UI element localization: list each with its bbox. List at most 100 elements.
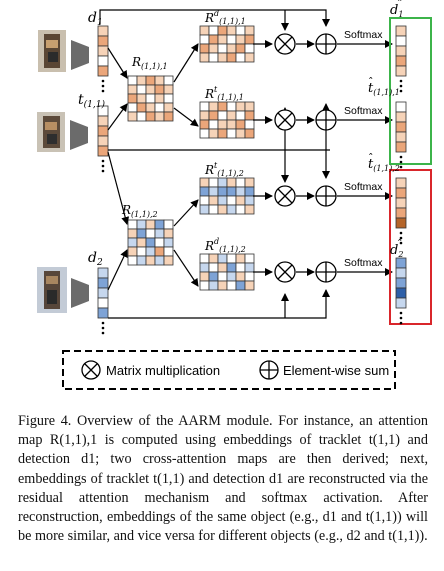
matrix-cell [217, 119, 228, 130]
label-t11: t(1,1) [78, 92, 105, 110]
attention-map-R11-2 [127, 219, 174, 266]
label-out-d1: d1 [390, 3, 403, 19]
matrix-cell [145, 75, 156, 86]
label-R11-2: R(1,1),2 [121, 203, 158, 219]
label-out-t11-1: t(1,1),1 [368, 81, 400, 97]
label-Rd-1: Rd(1,1),1 [204, 9, 246, 26]
matrix-cell [145, 93, 156, 104]
matrix-cell [127, 111, 138, 122]
matrix-cell [226, 253, 237, 264]
cross-attention-Rt-2 [199, 177, 255, 215]
vector-cell [97, 307, 109, 319]
matrix-cell [226, 280, 237, 291]
matrix-cell [163, 84, 174, 95]
matrix-cell [244, 271, 255, 282]
matrix-cell [226, 43, 237, 54]
matrix-cell [217, 253, 228, 264]
ellipsis-dot [399, 241, 403, 245]
vector-cell [395, 121, 407, 133]
vector-cell [395, 55, 407, 67]
matrix-cell [235, 110, 246, 121]
matrix-cell [217, 280, 228, 291]
matrix-cell [127, 246, 138, 257]
matrix-cell [217, 101, 228, 112]
matrix-cell [208, 177, 219, 188]
matrix-cell [208, 262, 219, 273]
matrix-cell [136, 102, 147, 113]
matrix-cell [154, 102, 165, 113]
hat-out-d1: ˆ [397, 0, 403, 11]
matrix-cell [154, 84, 165, 95]
matrix-cell [226, 186, 237, 197]
matrix-cell [244, 110, 255, 121]
matrix-cell [235, 186, 246, 197]
embedding-d2 [97, 267, 109, 335]
softmax-label-4: Softmax [344, 257, 383, 269]
matmul-op-3 [274, 185, 296, 207]
matrix-cell [235, 119, 246, 130]
matrix-cell [208, 52, 219, 63]
matrix-cell [136, 228, 147, 239]
matrix-cell [199, 25, 210, 36]
matrix-cell [154, 93, 165, 104]
attention-map-R11-1 [127, 75, 174, 122]
hat-out-t11-1: ˆ [368, 76, 374, 89]
matrix-cell [235, 43, 246, 54]
matrix-cell [244, 253, 255, 264]
matrix-cell [136, 246, 147, 257]
matrix-cell [208, 195, 219, 206]
matrix-cell [226, 101, 237, 112]
legend-sum-label: Element-wise sum [283, 363, 389, 378]
matrix-cell [244, 43, 255, 54]
vector-cell [97, 115, 109, 127]
matrix-cell [217, 204, 228, 215]
matrix-cell [163, 246, 174, 257]
matrix-cell [217, 52, 228, 63]
ellipsis-dot [399, 155, 403, 159]
matrix-cell [226, 262, 237, 273]
matrix-cell [217, 128, 228, 139]
softmax-label-1: Softmax [344, 29, 383, 41]
vector-cell [97, 45, 109, 57]
matrix-cell [199, 52, 210, 63]
matrix-cell [226, 195, 237, 206]
matrix-cell [244, 262, 255, 273]
matrix-cell [244, 186, 255, 197]
matrix-cell [145, 255, 156, 266]
ellipsis-dot [101, 331, 105, 335]
ellipsis-dot [399, 84, 403, 88]
vector-cell [395, 25, 407, 37]
vector-cell [395, 267, 407, 279]
softmax-label-2: Softmax [344, 105, 383, 117]
matrix-cell [154, 246, 165, 257]
matmul-op-2 [274, 109, 296, 131]
matrix-cell [127, 102, 138, 113]
matrix-cell [226, 204, 237, 215]
output-group-red [389, 169, 432, 325]
matrix-cell [127, 219, 138, 230]
matrix-cell [199, 204, 210, 215]
embedding-t11 [97, 105, 109, 173]
matrix-cell [199, 271, 210, 282]
vector-cell [395, 257, 407, 269]
ellipsis-dot [399, 311, 403, 315]
matrix-cell [136, 75, 147, 86]
matrix-cell [208, 204, 219, 215]
matrix-cell [226, 128, 237, 139]
matrix-cell [127, 84, 138, 95]
vector-cell [395, 65, 407, 77]
matrix-cell [136, 219, 147, 230]
legend-box [62, 350, 396, 390]
label-Rd-2: Rd(1,1),2 [204, 237, 246, 254]
matrix-cell [244, 280, 255, 291]
vector-cell [395, 207, 407, 219]
matrix-cell [217, 195, 228, 206]
matrix-cell [208, 34, 219, 45]
matrix-cell [235, 195, 246, 206]
matrix-cell [163, 228, 174, 239]
matrix-cell [244, 195, 255, 206]
matrix-cell [154, 228, 165, 239]
connectors [99, 9, 393, 319]
legend-sum-icon [259, 360, 279, 380]
matrix-cell [136, 255, 147, 266]
